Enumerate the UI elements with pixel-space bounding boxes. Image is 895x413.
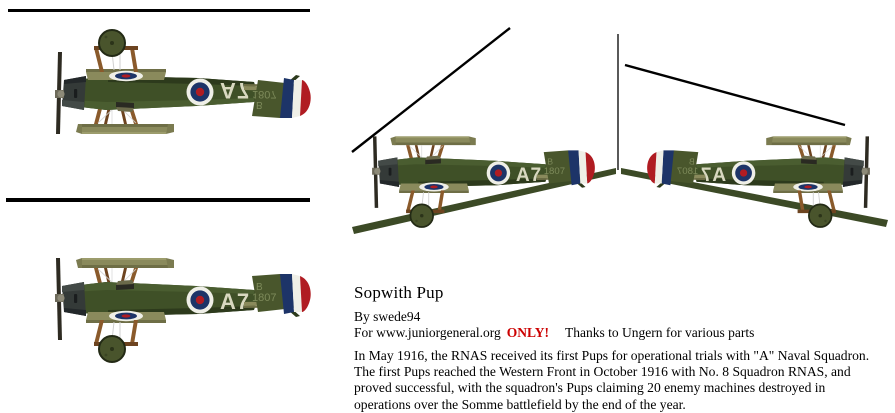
aircraft-view-inverted [54, 29, 312, 135]
description-text: In May 1916, the RNAS received its first… [354, 348, 870, 412]
only-badge: ONLY! [506, 324, 549, 340]
aircraft-view-upright [54, 257, 312, 363]
divider-middle [6, 198, 310, 202]
usage-line: For www.juniorgeneral.org ONLY! Thanks to … [354, 325, 884, 341]
credits: By swede94 For www.juniorgeneral.org ONLY… [354, 309, 884, 340]
aircraft-scene-left [371, 135, 596, 228]
divider-top [8, 9, 310, 12]
thanks-label: Thanks to Ungern for various parts [565, 324, 755, 340]
aircraft-scene-right [646, 135, 871, 228]
page-title: Sopwith Pup [354, 283, 444, 302]
author-line: By swede94 [354, 309, 421, 324]
info-text-block: Sopwith Pup By swede94 For www.juniorgen… [354, 283, 884, 413]
site-label: For www.juniorgeneral.org [354, 324, 501, 340]
